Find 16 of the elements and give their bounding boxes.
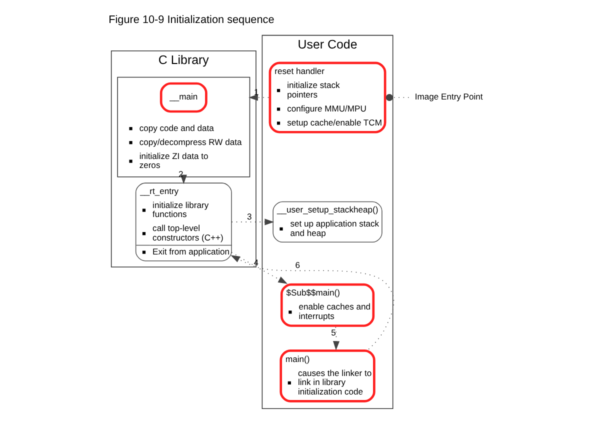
node-text: Image Entry Point: [414, 92, 483, 102]
connector: [386, 94, 410, 102]
node-box: main() causes the linker to link in library initialization code: [280, 349, 376, 402]
edge-label: 3: [247, 211, 252, 222]
arrow: [230, 255, 394, 350]
diagram-title: Figure 10-9 Initialization sequence: [108, 14, 274, 26]
node-box: $Sub$$main() enable caches and interrupts: [280, 283, 375, 327]
arrow: [231, 252, 288, 284]
edge-label: 6: [295, 260, 300, 270]
arrow: [333, 326, 340, 350]
edge-label: 5: [331, 328, 336, 338]
arrow: [248, 94, 270, 101]
node-box: __user_setup_stackheap() set up application stack and heap: [272, 201, 382, 243]
node-box: reset handler initialize stack pointers configure MMU/MPU setup cache/enable TCM: [268, 62, 386, 134]
node-box: __main: [160, 82, 208, 113]
arrow: [231, 218, 274, 226]
